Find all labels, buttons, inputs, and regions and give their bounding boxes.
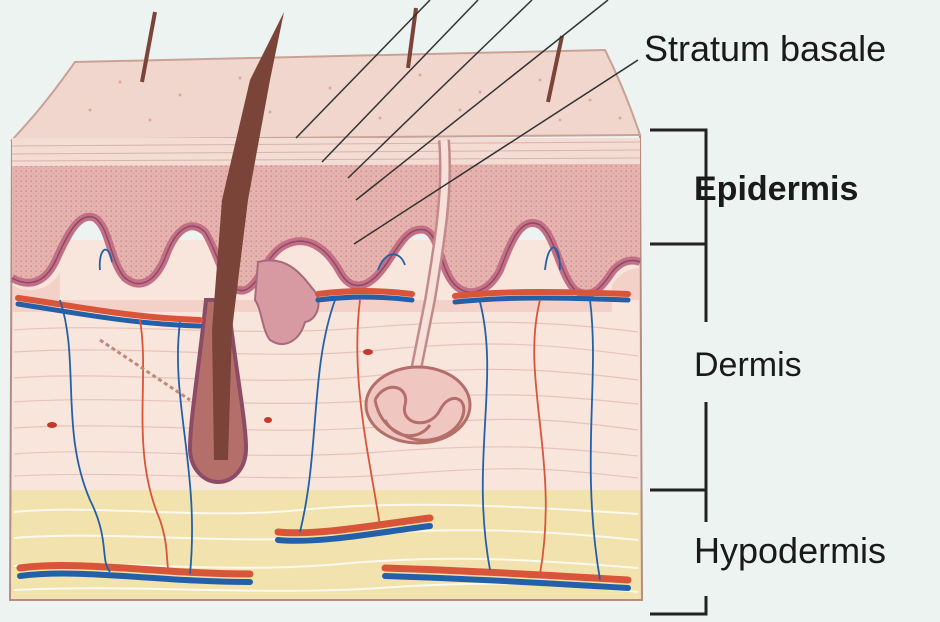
sweat-gland xyxy=(366,367,470,443)
dermis-layer xyxy=(12,240,640,500)
label-epidermis: Epidermis xyxy=(694,170,858,209)
label-dermis: Dermis xyxy=(694,346,802,385)
skin-surface xyxy=(12,50,640,140)
label-hypodermis: Hypodermis xyxy=(694,530,886,572)
label-stratum-basale: Stratum basale xyxy=(644,28,886,70)
